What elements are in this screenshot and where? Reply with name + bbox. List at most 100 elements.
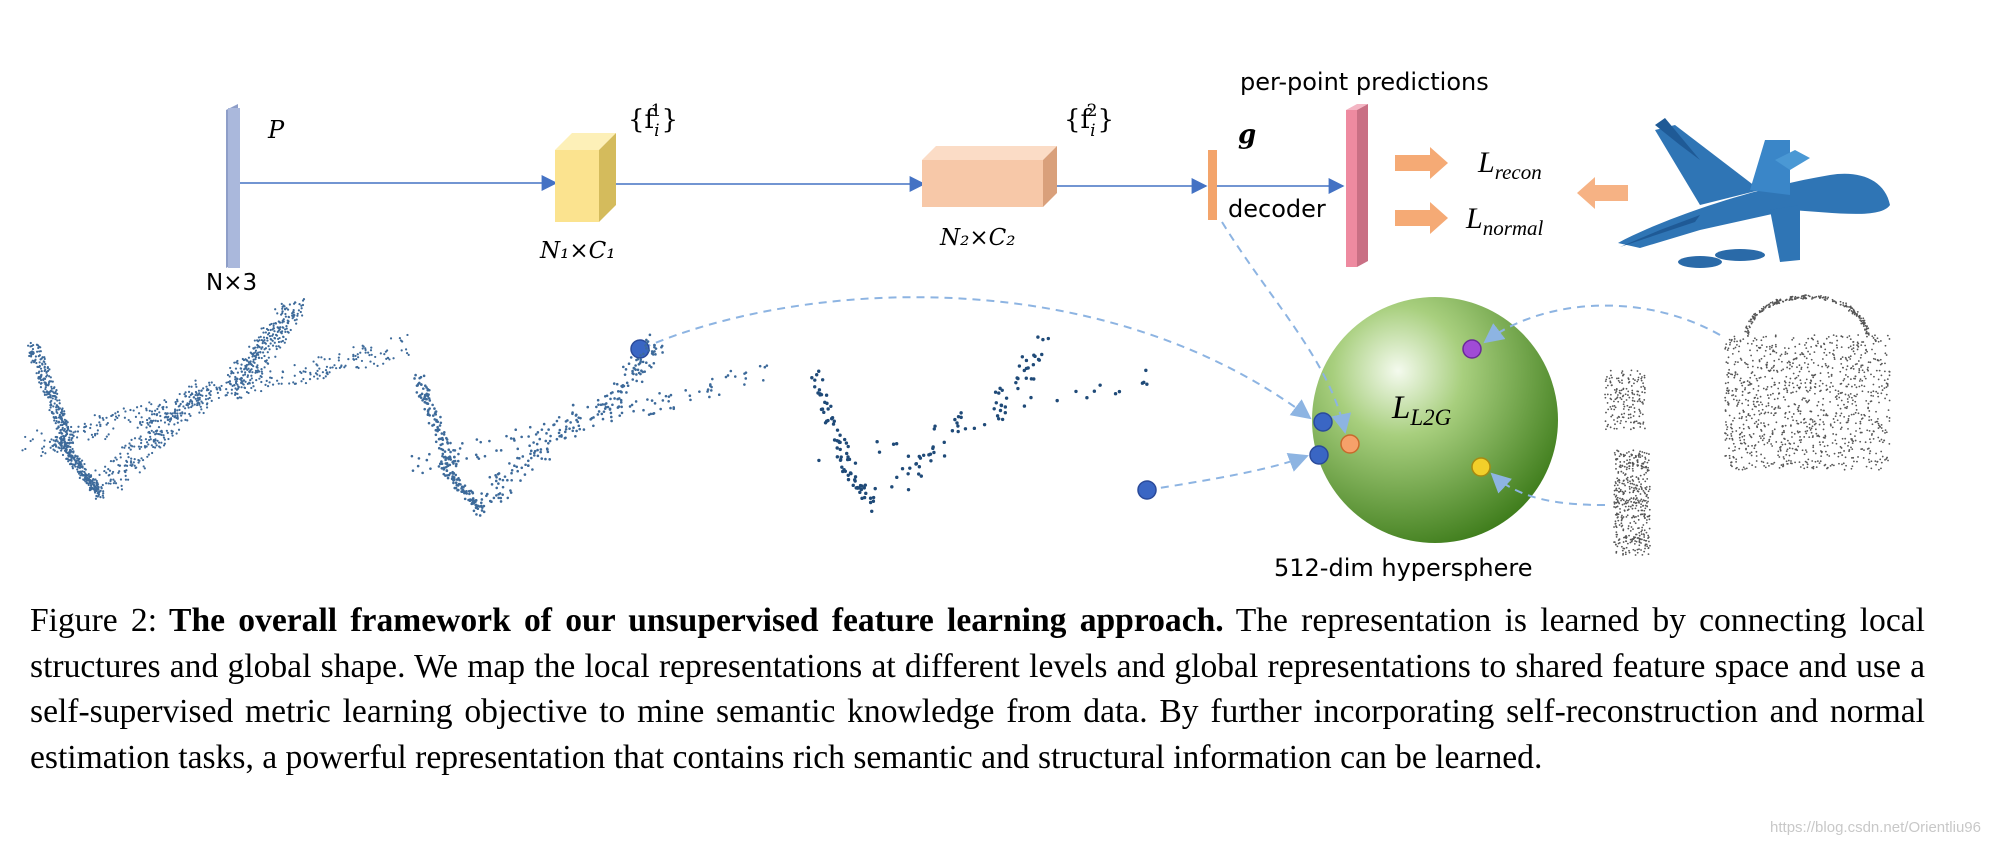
cloud-point (1784, 351, 1787, 353)
cloud-point (533, 449, 537, 453)
cloud-point (1848, 415, 1850, 417)
cloud-point (1823, 423, 1825, 426)
cloud-point (1643, 374, 1646, 377)
cloud-point (643, 370, 647, 373)
cloud-point (427, 393, 430, 396)
cloud-point (658, 392, 661, 395)
cloud-point (1637, 422, 1640, 425)
cloud-point (49, 396, 52, 399)
cloud-point (1788, 381, 1791, 384)
cloud-point (1803, 355, 1806, 358)
cloud-point (1775, 441, 1778, 443)
cloud-point (1631, 389, 1634, 392)
cloud-point (445, 469, 449, 472)
cloud-point (444, 462, 448, 465)
cloud-point (1745, 363, 1748, 365)
cloud-point (1098, 383, 1102, 387)
cloud-point (374, 355, 377, 359)
cloud-point (1639, 506, 1642, 508)
cloud-point (156, 420, 160, 423)
embedding-dot-blue-2 (1309, 445, 1329, 465)
cloud-point (1728, 414, 1731, 417)
cloud-point (463, 484, 467, 487)
cloud-point (83, 430, 87, 433)
cloud-point (1772, 369, 1775, 372)
cloud-point (209, 390, 212, 393)
cloud-point (1752, 317, 1755, 320)
cloud-point (1835, 344, 1838, 347)
cloud-point (328, 371, 331, 374)
cloud-point (501, 478, 505, 482)
cloud-point (1031, 363, 1036, 367)
cloud-point (225, 393, 228, 397)
cloud-point (244, 365, 247, 368)
cloud-point (826, 418, 830, 423)
cloud-point (1750, 320, 1752, 323)
cloud-point (1637, 527, 1639, 530)
cloud-point (1629, 482, 1632, 485)
cloud-point (1784, 398, 1787, 401)
cloud-point (251, 371, 254, 374)
cloud-point (1809, 429, 1812, 431)
cloud-point (649, 365, 653, 369)
cloud-point (1850, 456, 1853, 459)
cloud-point (1643, 509, 1646, 512)
cloud-point (1629, 505, 1632, 508)
cloud-point (571, 412, 574, 416)
cloud-point (1859, 378, 1862, 381)
cloud-point (1633, 520, 1636, 523)
cloud-point (1819, 460, 1822, 463)
cloud-point (1845, 421, 1848, 424)
cloud-point (1622, 516, 1625, 518)
cloud-point (1839, 300, 1842, 303)
cloud-point (1770, 412, 1773, 415)
cloud-point (157, 441, 161, 444)
cloud-point (1616, 420, 1619, 423)
cloud-point (1842, 304, 1845, 307)
cloud-point (140, 405, 143, 408)
cloud-point (1836, 419, 1839, 422)
cloud-point (1877, 378, 1880, 381)
cloud-point (1826, 414, 1829, 417)
cloud-point (1790, 392, 1793, 394)
cloud-point (1646, 493, 1648, 496)
cloud-point (619, 401, 623, 404)
cloud-point (446, 476, 450, 480)
cloud-point (558, 428, 562, 432)
cloud-point (1728, 389, 1730, 392)
cloud-point (1870, 394, 1873, 397)
cloud-point (156, 439, 159, 442)
cloud-point (1837, 393, 1840, 395)
cloud-point (1804, 386, 1807, 389)
cloud-point (629, 356, 633, 359)
cloud-point (1850, 467, 1853, 470)
cloud-point (1839, 445, 1842, 448)
cloud-point (154, 419, 157, 422)
cloud-point (208, 396, 211, 400)
cloud-point (47, 382, 50, 386)
cloud-point (601, 417, 605, 421)
cloud-point (72, 431, 75, 434)
cloud-point (1771, 445, 1774, 447)
cloud-point (1627, 527, 1630, 530)
cloud-point (254, 356, 258, 359)
cloud-point (538, 437, 542, 441)
cloud-point (1744, 330, 1747, 333)
cloud-point (863, 483, 868, 487)
cloud-point (1788, 367, 1791, 370)
cloud-point (822, 410, 826, 415)
cloud-point (1803, 436, 1806, 438)
cloud-point (1798, 364, 1801, 367)
cloud-point (1777, 454, 1780, 457)
cloud-point (1824, 463, 1827, 466)
cloud-point (49, 389, 52, 392)
cloud-point (1833, 452, 1836, 455)
cloud-point (1841, 366, 1844, 369)
cloud-point (58, 407, 61, 410)
cloud-point (188, 395, 191, 399)
cloud-point (1864, 328, 1866, 331)
cloud-point (105, 482, 108, 485)
cloud-point (548, 458, 551, 461)
cloud-point (1886, 456, 1888, 459)
cloud-point (1734, 395, 1737, 398)
